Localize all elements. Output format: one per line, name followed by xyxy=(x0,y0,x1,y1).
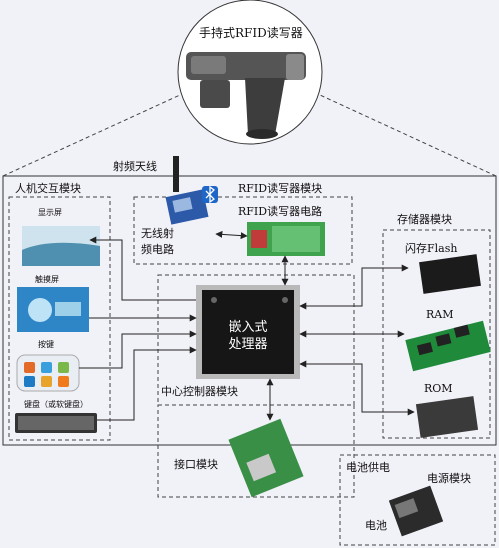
rfid-board-image xyxy=(247,222,325,256)
battery-image xyxy=(388,485,444,537)
interface-title: 接口模块 xyxy=(174,458,218,471)
keys-label: 按键 xyxy=(38,340,54,349)
battery-label: 电池 xyxy=(365,519,387,532)
rfid-module-box xyxy=(133,196,353,265)
handheld-device-image xyxy=(186,52,306,139)
cpu-label-line1: 嵌入式 xyxy=(228,320,268,335)
touch-screen-image xyxy=(17,287,89,332)
power-supply-label: 电池供电 xyxy=(346,461,390,474)
central-module-title: 中心控制器模块 xyxy=(161,385,238,398)
storage-title: 存储器模块 xyxy=(397,213,452,226)
display-label: 显示屏 xyxy=(38,208,62,217)
interface-module-box xyxy=(157,404,355,498)
bluetooth-icon xyxy=(202,185,218,204)
touch-label: 触摸屏 xyxy=(35,275,59,284)
hmi-module-box xyxy=(8,196,111,441)
cpu-chip xyxy=(196,285,300,379)
arrow-wireless-rfid xyxy=(215,230,248,240)
power-title: 电源模块 xyxy=(427,472,471,485)
arrow-keyboard-cpu xyxy=(97,346,197,421)
ram-image xyxy=(405,320,491,372)
power-module-box xyxy=(339,454,496,546)
keys-image xyxy=(16,354,80,392)
flash-chip-image xyxy=(419,254,481,294)
antenna-image xyxy=(173,156,179,192)
antenna-label: 射频天线 xyxy=(113,160,157,173)
display-image xyxy=(22,226,100,266)
keyboard-label: 键盘（或软键盘） xyxy=(24,400,88,409)
wireless-label-line2: 频电路 xyxy=(141,243,174,256)
ram-label: RAM xyxy=(426,308,454,321)
arrow-cpu-rom xyxy=(299,360,415,416)
arrow-cpu-display xyxy=(89,236,196,301)
arrow-cpu-flash xyxy=(299,264,409,310)
cpu-label-line2: 处理器 xyxy=(228,337,268,352)
rfid-module-title: RFID读写器模块 xyxy=(238,182,323,195)
zoom-line-right xyxy=(319,94,497,177)
rfid-circuit-label: RFID读写器电路 xyxy=(238,205,323,218)
keyboard-image xyxy=(15,413,97,433)
wireless-label-line1: 无线射 xyxy=(141,227,174,240)
rom-label: ROM xyxy=(424,382,453,395)
interface-board-image xyxy=(228,418,304,498)
flash-label: 闪存Flash xyxy=(405,242,458,255)
zoom-line-left xyxy=(2,94,181,177)
rom-chip-image xyxy=(415,396,479,438)
device-title: 手持式RFID读写器 xyxy=(199,26,303,40)
hmi-title: 人机交互模块 xyxy=(15,182,81,195)
arrow-keys-cpu xyxy=(79,330,197,369)
wireless-board-image xyxy=(165,189,209,225)
